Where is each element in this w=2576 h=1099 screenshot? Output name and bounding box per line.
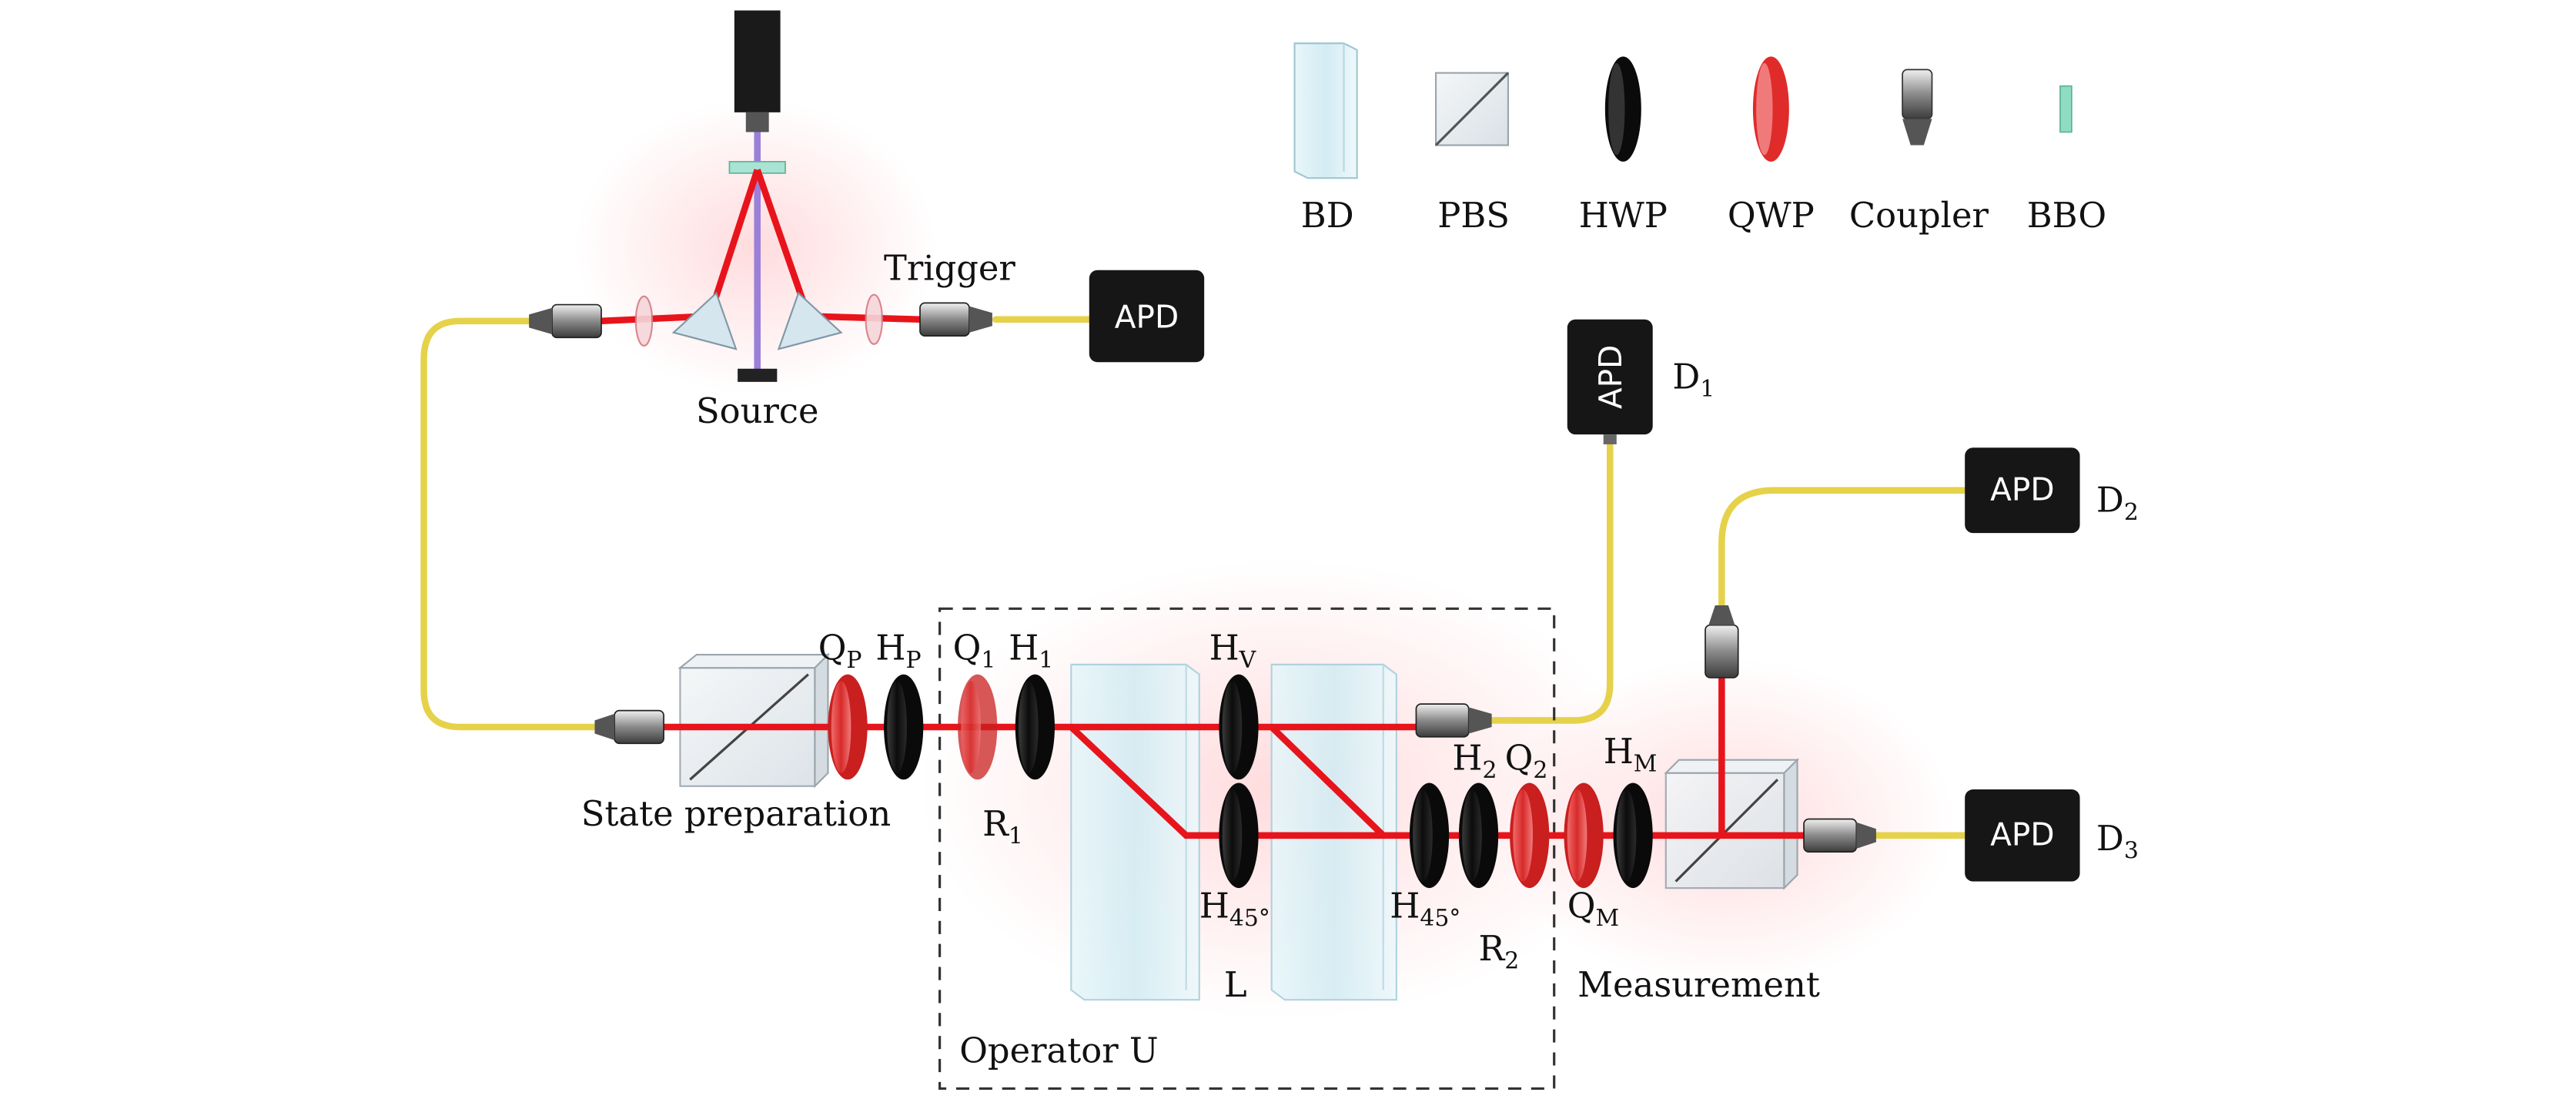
hwp-hv xyxy=(1219,674,1259,780)
source-label: Source xyxy=(696,390,819,431)
legend-qwp-icon xyxy=(1752,56,1789,162)
hwp-hp xyxy=(884,674,924,780)
coupler-upper-output xyxy=(1415,703,1492,738)
coupler-state-prep xyxy=(594,709,664,745)
apd-d1-text: APD xyxy=(1592,345,1629,409)
detector-d1-label: D1 xyxy=(1672,356,1715,403)
legend-bd-label: BD xyxy=(1301,195,1354,236)
hwp-h1 xyxy=(1015,674,1055,780)
apd-d1: APD xyxy=(1567,319,1653,444)
hwp-h2 xyxy=(1458,782,1499,889)
fiber-coupler-to-d2 xyxy=(1718,487,1969,615)
label-hv: HV xyxy=(1209,627,1256,674)
pbs-measurement xyxy=(1664,758,1800,890)
legend-hwp-icon xyxy=(1604,56,1641,162)
coupler-trigger xyxy=(919,302,992,337)
l-label: L xyxy=(1224,964,1247,1005)
legend-bbo-label: BBO xyxy=(2027,195,2106,236)
apd-trigger-text: APD xyxy=(1115,298,1179,335)
coupler-d3 xyxy=(1803,818,1876,853)
prism-left xyxy=(671,291,738,350)
hwp-hm xyxy=(1613,782,1653,889)
detector-d2-label: D2 xyxy=(2096,479,2139,526)
label-r2: R2 xyxy=(1479,928,1520,975)
label-hm: HM xyxy=(1604,731,1658,778)
legend-bd-icon xyxy=(1293,42,1358,179)
fiber-upper-to-d1 xyxy=(1488,441,1614,724)
label-h2: H2 xyxy=(1452,737,1497,784)
legend: BD PBS HWP QWP Coupler BBO xyxy=(1293,42,2106,236)
legend-coupler-icon xyxy=(1902,69,1933,146)
legend-qwp-label: QWP xyxy=(1728,195,1815,236)
fibers xyxy=(420,316,1969,839)
apd-d2: APD xyxy=(1965,447,2080,534)
operator-box xyxy=(938,607,1556,1091)
legend-pbs-icon xyxy=(1434,72,1510,146)
qwp-q2 xyxy=(1510,782,1550,889)
apd-d3: APD xyxy=(1965,789,2080,882)
beam-displacer-1 xyxy=(1070,663,1200,1001)
label-qm: QM xyxy=(1567,886,1619,933)
hwp-h45-second xyxy=(1409,782,1450,889)
coupler-d2 xyxy=(1705,605,1739,678)
legend-hwp-label: HWP xyxy=(1579,195,1668,236)
label-h45-first: H45° xyxy=(1199,886,1270,933)
legend-coupler-label: Coupler xyxy=(1849,195,1989,236)
legend-bbo-icon xyxy=(2059,85,2073,133)
apd-d3-text: APD xyxy=(1990,816,2054,853)
beam-bd1-displaced xyxy=(1069,724,1417,839)
qwp-qp xyxy=(828,674,868,780)
pbs-state-preparation xyxy=(677,652,831,789)
legend-pbs-label: PBS xyxy=(1437,195,1510,236)
label-r1: R1 xyxy=(982,803,1023,850)
prism-right xyxy=(777,291,843,350)
trigger-label: Trigger xyxy=(884,248,1015,289)
hwp-h45-first xyxy=(1219,782,1259,889)
source-assembly xyxy=(529,10,992,382)
beam-dump xyxy=(738,368,778,382)
pump-laser-body xyxy=(734,10,781,112)
apd-d2-text: APD xyxy=(1990,471,2054,508)
coupler-source-left xyxy=(529,303,602,339)
label-hp: HP xyxy=(875,627,921,674)
apd-trigger: APD xyxy=(1089,270,1205,363)
state-preparation-label: State preparation xyxy=(581,793,891,834)
qwp-q1 xyxy=(958,674,998,780)
label-q1: Q1 xyxy=(953,627,996,674)
filter-left xyxy=(634,295,654,347)
filter-right xyxy=(865,293,883,345)
detector-d3-label: D3 xyxy=(2096,818,2139,865)
label-h45-second: H45° xyxy=(1390,886,1460,933)
beam-bd2-merge xyxy=(1269,724,1386,838)
label-h1: H1 xyxy=(1009,627,1053,674)
measurement-label: Measurement xyxy=(1577,964,1820,1005)
fiber-source-to-prep xyxy=(420,317,605,731)
label-q2: Q2 xyxy=(1505,737,1548,784)
label-qp: QP xyxy=(818,627,862,674)
operator-label: Operator U xyxy=(959,1030,1158,1071)
qwp-qm xyxy=(1564,782,1604,889)
